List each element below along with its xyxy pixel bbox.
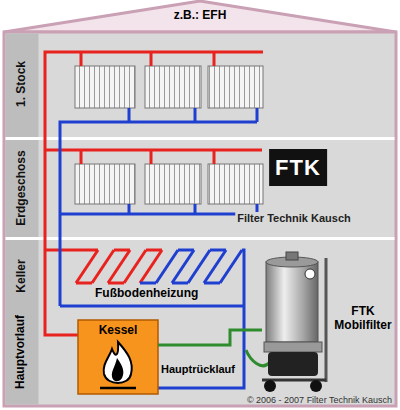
floor-name: Keller — [15, 259, 29, 292]
wheel — [264, 380, 276, 392]
floor-label-strip — [6, 34, 39, 405]
radiators — [75, 66, 263, 204]
house-body — [4, 32, 396, 406]
radiator — [75, 66, 135, 108]
radiator — [208, 66, 263, 108]
floor-heating-supply — [45, 249, 98, 252]
floor-separator — [6, 237, 395, 240]
wheel — [310, 380, 322, 392]
floor-separator — [6, 137, 395, 140]
logo-lettering: FTK — [269, 149, 327, 186]
mobile-filter: FTK Mobilfilter — [252, 255, 398, 393]
pressure-gauge — [305, 269, 315, 279]
radiator-supply — [81, 52, 214, 66]
mobile-filter-illustration — [246, 252, 326, 392]
lid-knob — [286, 252, 298, 260]
ground-floor-supply — [45, 150, 262, 164]
cart-handle — [325, 258, 328, 382]
floor-band: 1. Stock — [4, 32, 396, 138]
node-label: Filter Technik Kausch — [235, 212, 353, 225]
copyright-note: © 2006 - 2007 Filter Technik Kausch — [247, 395, 392, 405]
coil-bend — [172, 282, 188, 285]
floor-heating-coil — [76, 250, 242, 283]
coil-bend — [108, 282, 124, 285]
radiator — [145, 164, 201, 204]
ground-floor-return — [60, 204, 257, 214]
flame-base — [100, 387, 136, 390]
company-logo: FTK Filter Technik Kausch — [232, 147, 356, 233]
flame-core — [112, 358, 124, 381]
hose-stub — [252, 329, 262, 332]
cellar-return — [60, 305, 244, 308]
node-label: Kessel — [99, 324, 138, 338]
radiator — [208, 164, 263, 204]
flame-symbol — [104, 342, 132, 383]
radiator — [145, 66, 201, 108]
pump-motor — [268, 352, 318, 376]
coil-bend — [76, 282, 92, 285]
floor-name: Erdgeschoss — [15, 150, 29, 225]
filter-housing — [266, 262, 318, 342]
filter-base — [264, 342, 322, 352]
main-return-to-boiler — [157, 250, 244, 388]
pipe-label: Fußbodenheizung — [95, 287, 198, 301]
main-return-pipe — [60, 122, 257, 306]
coil-bend — [204, 282, 220, 285]
coil-bend — [140, 282, 156, 285]
roof-label-box: z.B.: EFH — [140, 4, 260, 28]
radiator — [75, 164, 135, 204]
coil-line — [220, 250, 242, 283]
node-label: z.B.: EFH — [174, 9, 227, 23]
floor-band: Kessel FTK Mobilfilter Keller — [4, 240, 396, 406]
boiler-body — [78, 320, 158, 394]
pipe-label: Hauptrücklauf — [161, 363, 235, 376]
main-supply-pipe — [45, 52, 263, 335]
floor-band: FTK Filter Technik Kausch Erdgeschoss — [4, 140, 396, 238]
floor-name: 1. Stock — [15, 61, 29, 107]
supply-pipes — [45, 52, 263, 335]
radiator-return — [129, 108, 257, 122]
node-label: FTK Mobilfilter — [331, 305, 395, 333]
boiler-box: Kessel — [78, 320, 158, 394]
hose-connector — [158, 330, 252, 345]
pipe-label: Hauptvorlauf — [14, 315, 28, 389]
roof — [4, 1, 396, 32]
